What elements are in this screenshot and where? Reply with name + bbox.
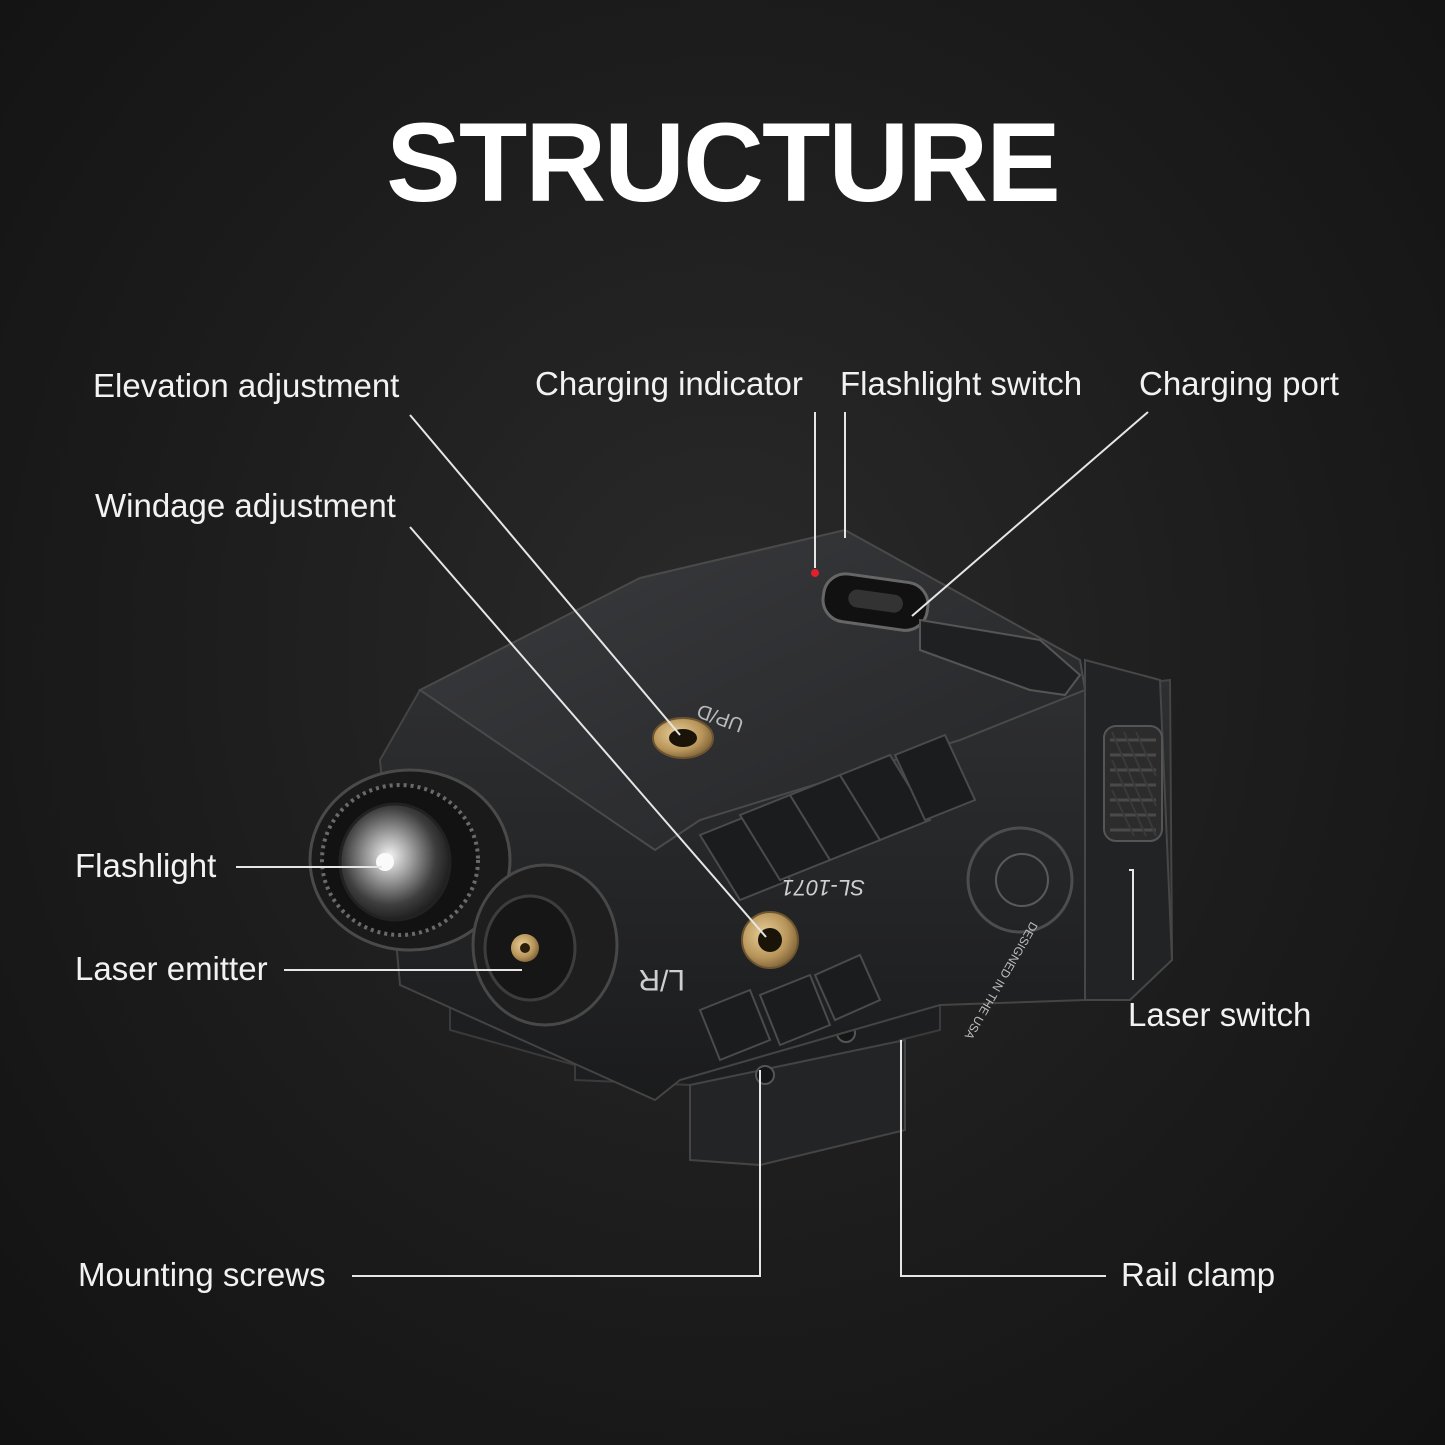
mounting-screws-leader	[352, 1070, 761, 1277]
elevation-screw	[652, 717, 714, 759]
label-laser-switch: Laser switch	[1128, 996, 1312, 1033]
page-title: STRUCTURE	[386, 100, 1061, 225]
mounting-screw-hole	[755, 1065, 775, 1085]
label-elevation-adjustment: Elevation adjustment	[93, 367, 400, 404]
side-ribs	[698, 733, 977, 1062]
label-charging-indicator: Charging indicator	[535, 365, 803, 402]
flashlight-head	[308, 768, 512, 952]
elevation-leader	[409, 414, 681, 736]
charging-port-part	[821, 572, 1082, 697]
label-flashlight: Flashlight	[75, 847, 217, 884]
leader-lines	[236, 411, 1149, 1277]
rail-clamp-leader	[900, 1040, 1106, 1277]
laser-switch-leader	[1129, 869, 1134, 980]
windage-leader	[409, 526, 767, 938]
label-mounting-screws: Mounting screws	[78, 1256, 326, 1293]
laser-switch-pad	[1103, 725, 1163, 842]
designed-seal	[966, 826, 1074, 934]
left-right-marking: L/R	[638, 963, 685, 996]
laser-emitter-part	[471, 863, 619, 1027]
label-laser-emitter: Laser emitter	[75, 950, 268, 987]
label-rail-clamp: Rail clamp	[1121, 1256, 1276, 1293]
label-windage-adjustment: Windage adjustment	[95, 487, 396, 524]
charging-indicator-led	[811, 569, 819, 577]
model-marking: SL-1071	[782, 875, 865, 900]
label-charging-port: Charging port	[1139, 365, 1339, 402]
charging-port-leader	[911, 411, 1149, 617]
label-flashlight-switch: Flashlight switch	[840, 365, 1083, 402]
